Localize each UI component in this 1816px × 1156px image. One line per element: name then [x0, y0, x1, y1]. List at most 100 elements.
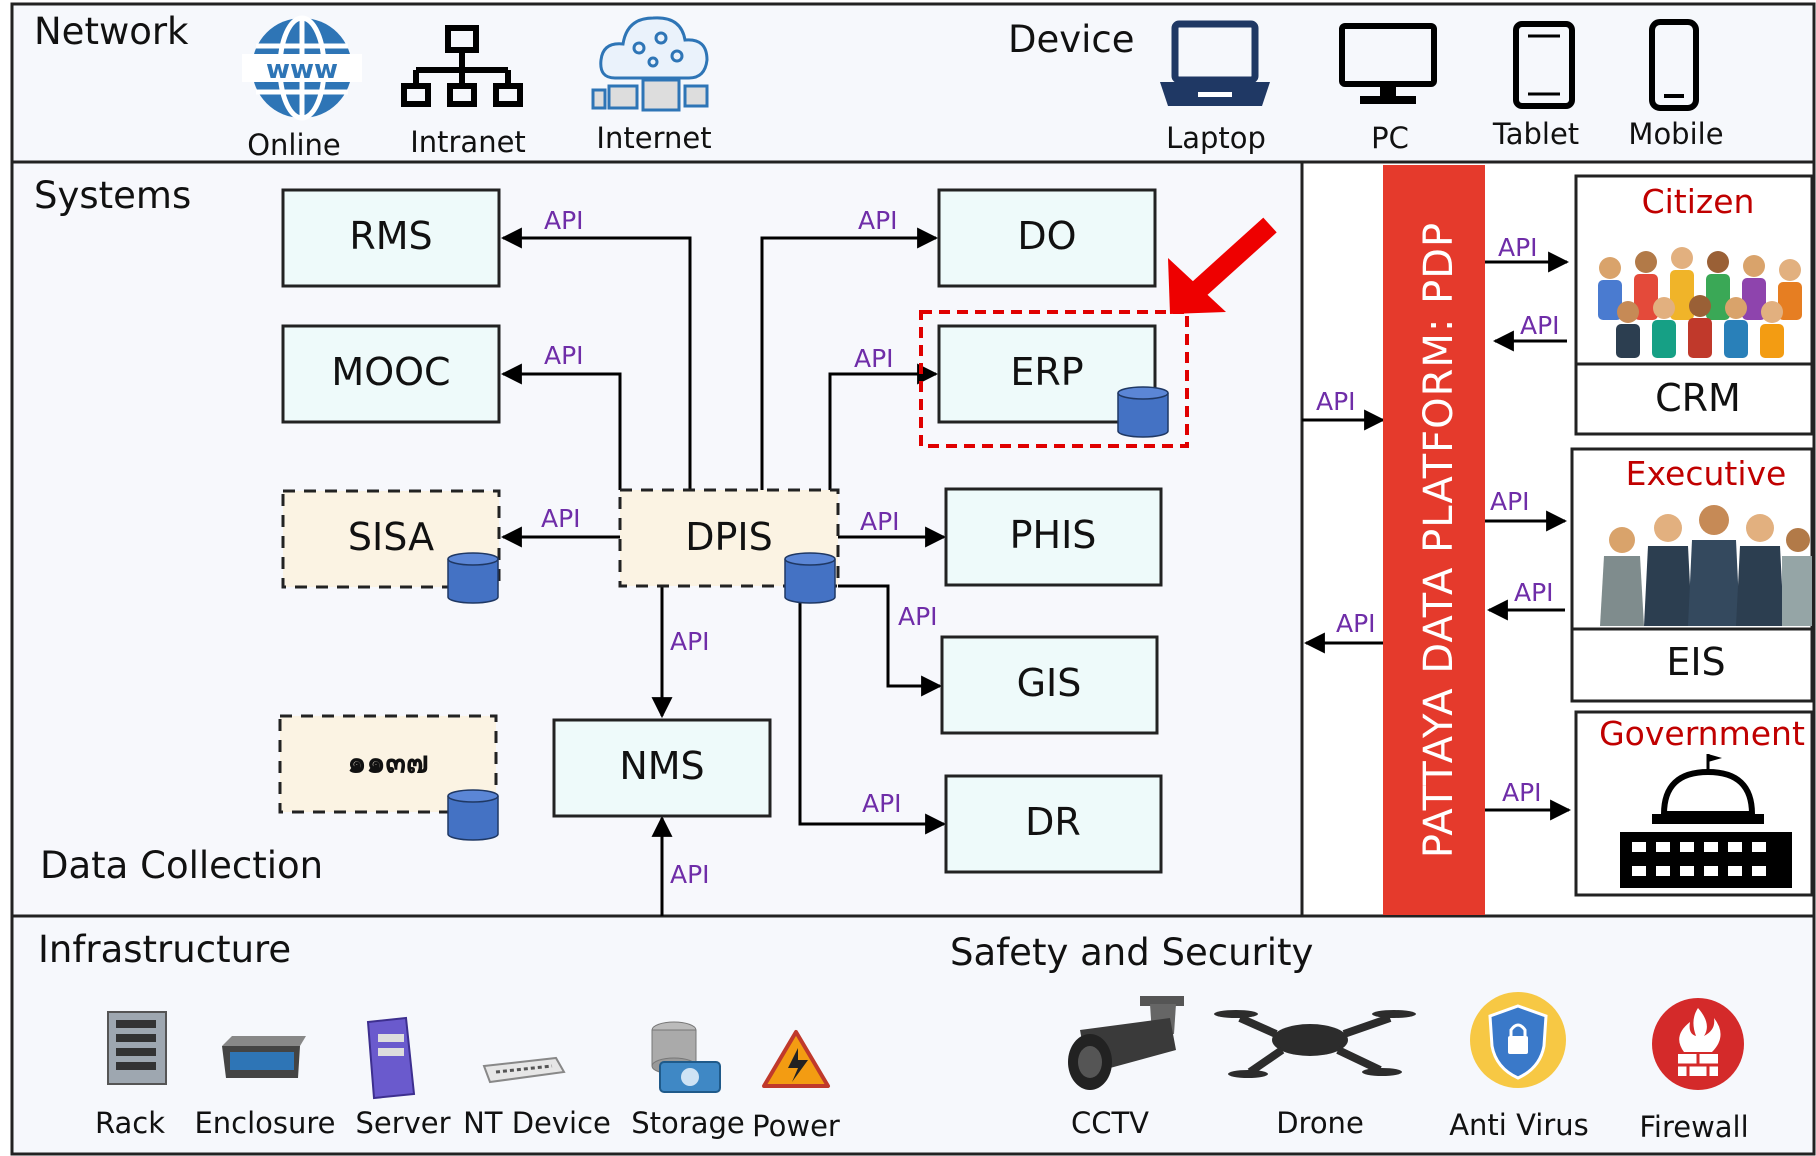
- group-government-title: Government: [1599, 714, 1805, 753]
- api-label-infra: API: [670, 860, 710, 889]
- network-label-online: Online: [247, 128, 341, 162]
- box-mooc-label: MOOC: [331, 350, 450, 394]
- shield-lock-icon: [1470, 992, 1566, 1088]
- connector-dpis-do: [760, 227, 939, 490]
- device-label-mobile: Mobile: [1628, 117, 1723, 151]
- box-erp: ERP: [937, 324, 1169, 438]
- mobile-icon: [1649, 19, 1699, 111]
- box-erp-label: ERP: [1010, 350, 1083, 394]
- crowd-icon: [1598, 247, 1802, 358]
- monitor-icon: [1339, 23, 1437, 104]
- firewall-icon: [1652, 998, 1744, 1090]
- box-sisa: SISA: [281, 489, 501, 604]
- database-icon: [1117, 386, 1169, 438]
- infrastructure-title: Infrastructure: [38, 928, 291, 971]
- laptop-icon: [1160, 20, 1270, 106]
- cctv-camera-icon: [1068, 996, 1184, 1090]
- box-rms-label: RMS: [349, 214, 432, 258]
- switch-icon: [482, 1056, 566, 1084]
- api-label-mooc: API: [544, 341, 584, 370]
- api-label-to-gov: API: [1502, 778, 1542, 807]
- box-dpis: DPIS: [618, 488, 840, 604]
- api-label-to-eis: API: [1490, 487, 1530, 516]
- box-dr: DR: [944, 774, 1163, 874]
- box-phis-label: PHIS: [1010, 513, 1097, 557]
- power-warning-icon: [762, 1030, 830, 1088]
- group-executive: Executive EIS: [1570, 447, 1814, 703]
- connector-dpis-erp: [828, 363, 939, 490]
- government-building-icon: [1620, 754, 1792, 888]
- database-icon: [784, 552, 836, 604]
- infra-label-server: Server: [355, 1106, 450, 1140]
- box-gis: GIS: [940, 635, 1159, 735]
- box-do: DO: [937, 188, 1157, 288]
- box-dr-label: DR: [1025, 800, 1081, 844]
- drone-icon: [1214, 1010, 1416, 1078]
- infra-label-rack: Rack: [95, 1106, 165, 1140]
- api-label-rms: API: [544, 206, 584, 235]
- box-rms: RMS: [281, 188, 501, 288]
- connectors: [500, 227, 1572, 916]
- api-label-do: API: [858, 206, 898, 235]
- enclosure-icon: [222, 1036, 306, 1078]
- network-tree-icon: [401, 25, 523, 107]
- box-do-label: DO: [1017, 214, 1076, 258]
- device-label-tablet: Tablet: [1492, 117, 1579, 151]
- device-title: Device: [1008, 18, 1135, 61]
- api-label-from-crm: API: [1520, 311, 1560, 340]
- safety-label-anti-virus: Anti Virus: [1449, 1108, 1589, 1142]
- infra-label-storage: Storage: [631, 1106, 744, 1140]
- api-label-phis: API: [860, 507, 900, 536]
- group-crm-label: CRM: [1655, 376, 1741, 420]
- box-thai-label: ๑๑๓๗: [347, 746, 428, 781]
- highlight-arrow-icon: [1168, 217, 1277, 314]
- connector-dpis-dr: [798, 585, 947, 835]
- group-executive-title: Executive: [1626, 454, 1787, 493]
- globe-www-icon: www: [242, 15, 362, 121]
- api-label-from-eis: API: [1514, 578, 1554, 607]
- infra-label-enclosure: Enclosure: [194, 1106, 335, 1140]
- box-nms-label: NMS: [619, 744, 704, 788]
- network-label-intranet: Intranet: [410, 125, 526, 159]
- storage-icon: [651, 1021, 721, 1093]
- api-label-to-crm: API: [1498, 233, 1538, 262]
- api-label-from-pdp: API: [1336, 609, 1376, 638]
- connector-dpis-rms: [500, 227, 692, 490]
- group-eis-label: EIS: [1666, 640, 1725, 684]
- box-thai: ๑๑๓๗: [278, 714, 499, 841]
- group-citizen-title: Citizen: [1642, 182, 1755, 221]
- database-icon: [447, 552, 499, 604]
- box-mooc: MOOC: [281, 324, 501, 424]
- systems-title: Systems: [34, 174, 191, 217]
- cloud-devices-icon: [591, 16, 709, 112]
- data-collection-title: Data Collection: [40, 844, 323, 887]
- api-label-nms: API: [670, 627, 710, 656]
- group-citizen: Citizen CRM: [1574, 174, 1814, 436]
- tablet-icon: [1513, 21, 1575, 109]
- api-label-erp: API: [854, 344, 894, 373]
- network-title: Network: [34, 10, 189, 53]
- group-government: Government: [1574, 710, 1814, 897]
- box-nms: NMS: [552, 718, 772, 818]
- erp-highlight-box: [919, 310, 1189, 448]
- box-gis-label: GIS: [1017, 661, 1082, 705]
- api-label-dr: API: [862, 789, 902, 818]
- api-label-gis: API: [898, 602, 938, 631]
- connector-dpis-mooc: [500, 363, 622, 490]
- infra-label-nt-device: NT Device: [463, 1106, 611, 1140]
- server-icon: [366, 1016, 416, 1100]
- api-label-to-pdp: API: [1316, 387, 1356, 416]
- box-sisa-label: SISA: [348, 515, 434, 559]
- infra-label-power: Power: [752, 1109, 840, 1143]
- svg-text:www: www: [266, 55, 338, 85]
- connector-dpis-gis: [838, 584, 943, 697]
- network-label-internet: Internet: [596, 121, 711, 155]
- safety-label-cctv: CCTV: [1071, 1106, 1149, 1140]
- device-label-laptop: Laptop: [1166, 121, 1266, 155]
- safety-title: Safety and Security: [950, 931, 1313, 974]
- box-dpis-label: DPIS: [685, 515, 773, 559]
- pdp-platform-label: PATTAYA DATA PLATFORM: PDP: [1416, 222, 1462, 858]
- safety-label-firewall: Firewall: [1639, 1110, 1748, 1144]
- database-icon: [447, 789, 499, 841]
